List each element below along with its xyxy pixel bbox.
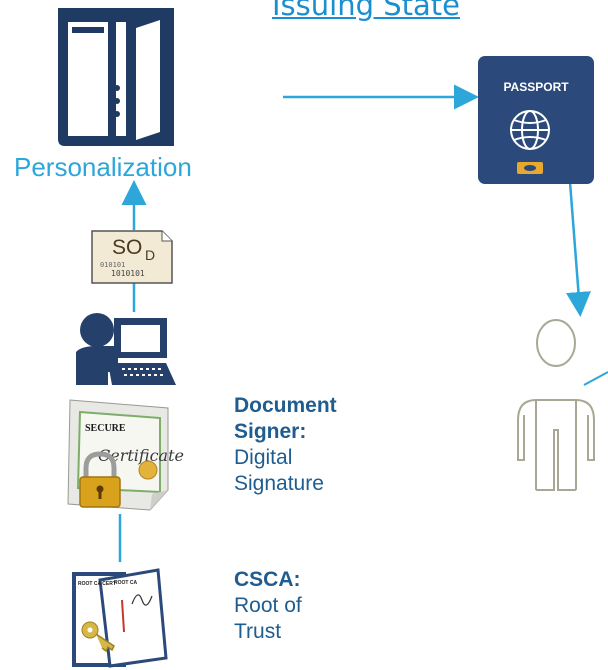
issuing-state-title: Issuing State (272, 0, 460, 22)
secure-certificate-icon: SECURE Certificate (67, 399, 184, 511)
certificate-seal (138, 460, 158, 480)
csca-text: CSCA: Root of Trust (234, 567, 302, 645)
operator-computer-icon (76, 313, 176, 385)
document-signer-line2: Signature (234, 472, 324, 495)
chip-icon (517, 162, 543, 174)
personalization-label: Personalization (14, 152, 192, 182)
passport-label: PASSPORT (503, 80, 569, 94)
root-ca-left-text: ROOT CA CERT (78, 581, 116, 587)
key-icon (81, 621, 115, 653)
person-icon (517, 319, 595, 491)
server-icon (58, 8, 174, 146)
certificate-word: Certificate (98, 446, 184, 465)
sod-label: SO (112, 236, 142, 259)
certificate-secure-text: SECURE (85, 423, 126, 434)
sod-document-icon: SO D 010101 1010101 (91, 230, 173, 284)
passport-icon: PASSPORT (478, 56, 594, 184)
sod-bits-line-1: 010101 (100, 261, 125, 269)
csca-line1: Root of (234, 594, 302, 617)
sod-bits-line-2: 1010101 (111, 269, 145, 278)
holder-outgoing-line (583, 371, 608, 386)
globe-icon (510, 110, 550, 150)
sod-subscript: D (145, 247, 155, 263)
document-signer-text: Document Signer: Digital Signature (234, 393, 337, 497)
root-ca-right-text: ROOT CA (114, 580, 137, 586)
passport-to-holder-arrow (566, 181, 591, 317)
document-signer-heading-line2: Signer: (234, 420, 307, 443)
document-signer-heading-line1: Document (234, 394, 337, 417)
document-signer-line1: Digital (234, 446, 293, 469)
csca-heading: CSCA: (234, 568, 301, 591)
csca-line2: Trust (234, 620, 282, 643)
padlock-icon (79, 451, 121, 508)
root-ca-certificate-icon: ROOT CA CERT ROOT CA (72, 568, 168, 668)
root-ca-signature (131, 594, 153, 606)
